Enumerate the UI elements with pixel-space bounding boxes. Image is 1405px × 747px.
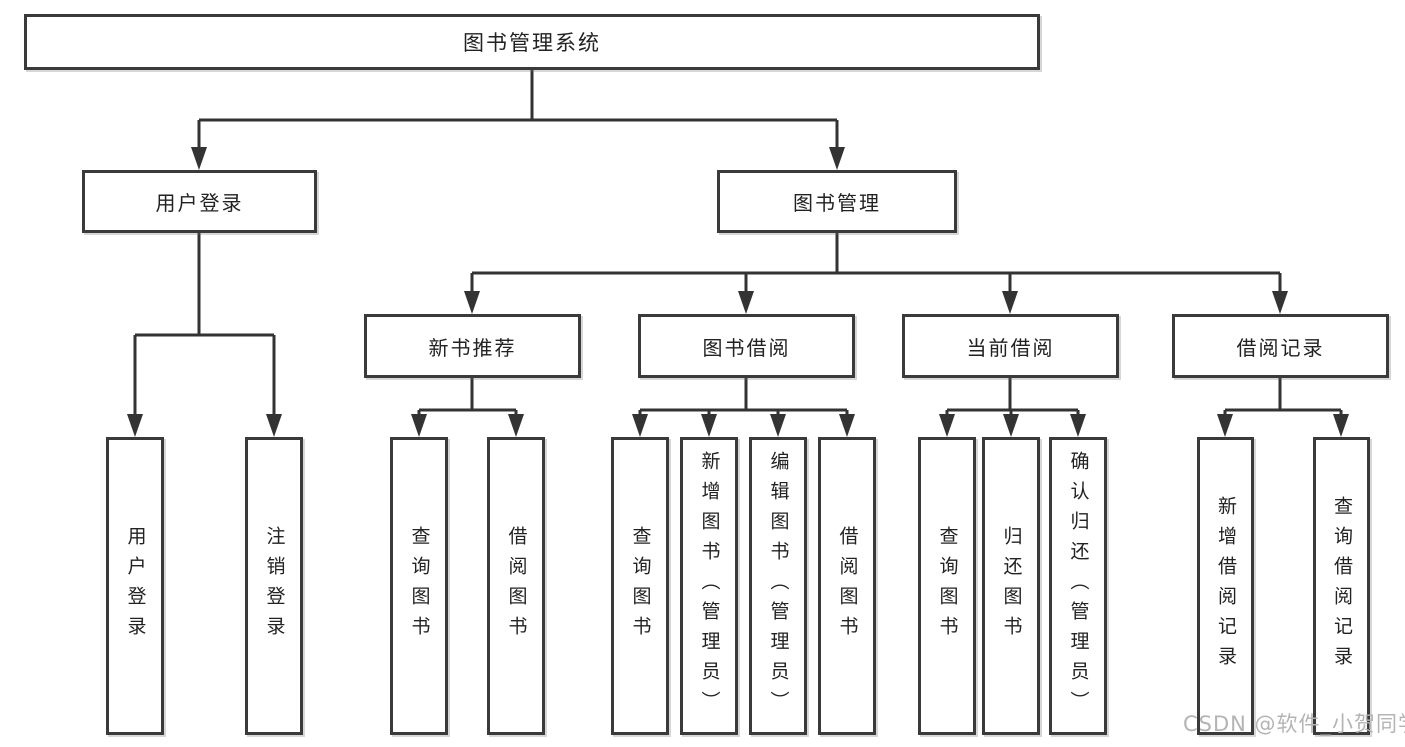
branch-node-book-management: 图书管理 xyxy=(717,170,957,233)
connector-new-book-to-leaves xyxy=(411,378,524,437)
category-node-book-borrow: 图书借阅 xyxy=(638,314,855,378)
arrow-to-book-management xyxy=(829,147,845,170)
leaf-node-query-books-2: 查询图书 xyxy=(611,437,669,735)
node-label: 注销登录 xyxy=(263,526,286,646)
leaf-node-edit-books-admin: 编辑图书（管理员） xyxy=(749,437,807,735)
node-label: 借阅图书 xyxy=(505,526,528,646)
arrow-to-new-book xyxy=(464,291,480,314)
arrow-to-leaf-user-login xyxy=(127,414,143,437)
node-label: 新增图书（管理员） xyxy=(698,451,721,721)
leaf-node-add-borrow-record: 新增借阅记录 xyxy=(1197,437,1254,735)
node-label: 查询图书 xyxy=(936,526,959,646)
arrow-to-user-login xyxy=(191,147,207,170)
node-label: 借阅记录 xyxy=(1236,335,1325,360)
node-label: 新增借阅记录 xyxy=(1215,496,1237,676)
leaf-node-user-login: 用户登录 xyxy=(106,437,164,735)
leaf-node-query-borrow-record: 查询借阅记录 xyxy=(1313,437,1370,735)
leaf-node-confirm-return-admin: 确认归还（管理员） xyxy=(1049,437,1107,735)
connector-root-to-level2 xyxy=(191,70,845,170)
node-label: 编辑图书（管理员） xyxy=(767,451,790,721)
root-node-library-system: 图书管理系统 xyxy=(24,14,1040,70)
connector-book-management-to-categories xyxy=(464,233,1288,314)
node-label: 查询图书 xyxy=(629,526,652,646)
node-label: 图书管理 xyxy=(793,191,881,215)
leaf-node-return-books: 归还图书 xyxy=(982,437,1040,735)
watermark: CSDN @软件_小贺同学 xyxy=(1183,712,1405,736)
connector-borrow-records-to-leaves xyxy=(1217,378,1349,437)
leaf-node-logout: 注销登录 xyxy=(245,437,303,735)
category-node-borrow-records: 借阅记录 xyxy=(1172,314,1389,378)
arrow-to-borrow-records xyxy=(1272,291,1288,314)
arrow-to-book-borrow xyxy=(738,291,754,314)
leaf-node-query-books-1: 查询图书 xyxy=(390,437,448,735)
arrow-to-current-borrow xyxy=(1002,291,1018,314)
node-label: 图书管理系统 xyxy=(463,31,601,55)
connector-user-login-to-leaves xyxy=(127,233,282,437)
node-label: 借阅图书 xyxy=(836,526,859,646)
leaf-node-query-books-3: 查询图书 xyxy=(918,437,976,735)
category-node-current-borrow: 当前借阅 xyxy=(902,314,1119,378)
connector-book-borrow-to-leaves xyxy=(632,378,855,437)
node-label: 图书借阅 xyxy=(702,335,791,360)
node-label: 归还图书 xyxy=(1000,526,1023,646)
leaf-node-borrow-books-2: 借阅图书 xyxy=(818,437,876,735)
arrow-to-leaf-logout xyxy=(266,414,282,437)
node-label: 用户登录 xyxy=(155,191,244,215)
node-label: 新书推荐 xyxy=(428,335,517,360)
leaf-node-add-books-admin: 新增图书（管理员） xyxy=(680,437,738,735)
node-label: 当前借阅 xyxy=(966,335,1055,360)
leaf-node-borrow-books-1: 借阅图书 xyxy=(487,437,545,735)
node-label: 用户登录 xyxy=(124,526,147,646)
node-label: 确认归还（管理员） xyxy=(1067,451,1090,721)
branch-node-user-login: 用户登录 xyxy=(82,170,317,233)
category-node-new-book-recommend: 新书推荐 xyxy=(364,314,581,378)
node-label: 查询图书 xyxy=(408,526,431,646)
node-label: 查询借阅记录 xyxy=(1331,496,1353,676)
connector-current-borrow-to-leaves xyxy=(939,378,1086,437)
